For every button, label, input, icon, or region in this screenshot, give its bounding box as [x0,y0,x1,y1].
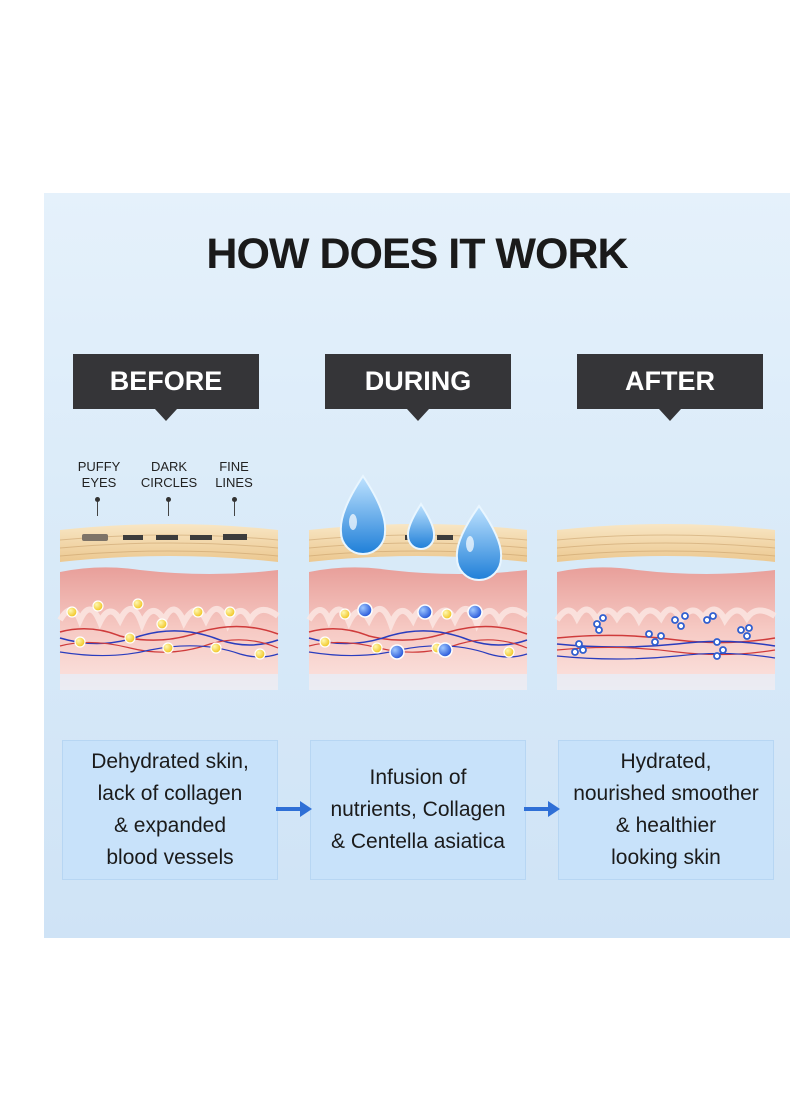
label-dark-circles-line1: DARK [150,459,188,474]
skin-during-illustration [306,474,529,690]
description-during-text: Infusion of nutrients, Collagen & Centel… [330,766,506,853]
dark-circle-mark [190,535,212,540]
arrow-right-icon [524,801,560,817]
label-puffy-eyes-line1: PUFFY [77,459,121,474]
label-dark-circles-line2: CIRCLES [140,475,198,490]
pin-dark-circles [166,497,171,516]
label-fine-lines: FINE LINES [211,459,257,491]
fine-line-mark [223,534,247,540]
description-before: Dehydrated skin, lack of collagen & expa… [62,740,278,880]
description-before-text: Dehydrated skin, lack of collagen & expa… [91,750,249,869]
pin-fine-lines [232,497,237,516]
label-fine-lines-line2: LINES [215,475,253,490]
pin-puffy-eyes [95,497,100,516]
label-fine-lines-line1: FINE [219,459,249,474]
label-dark-circles: DARK CIRCLES [138,459,200,491]
skin-after-illustration [554,524,777,690]
water-droplet-icon [406,502,436,550]
water-droplet-icon [339,474,387,555]
description-after-text: Hydrated, nourished smoother & healthier… [573,750,759,869]
puffy-eyes-mark [82,534,108,541]
label-puffy-eyes: PUFFY EYES [70,459,128,491]
water-droplet-icon [455,504,503,581]
dark-circle-mark [156,535,178,540]
label-puffy-eyes-line2: EYES [81,475,117,490]
collagen-cluster-icon [571,612,753,660]
dermis-layer [60,567,278,690]
tag-after: AFTER [577,354,763,421]
description-after: Hydrated, nourished smoother & healthier… [558,740,774,880]
tag-during: DURING [325,354,511,421]
tag-before: BEFORE [73,354,259,421]
dark-circle-mark [123,535,143,540]
skin-before-illustration [57,524,280,690]
dermis-layer [309,567,527,690]
page-title: HOW DOES IT WORK [206,230,628,278]
description-during: Infusion of nutrients, Collagen & Centel… [310,740,526,880]
arrow-right-icon [276,801,312,817]
